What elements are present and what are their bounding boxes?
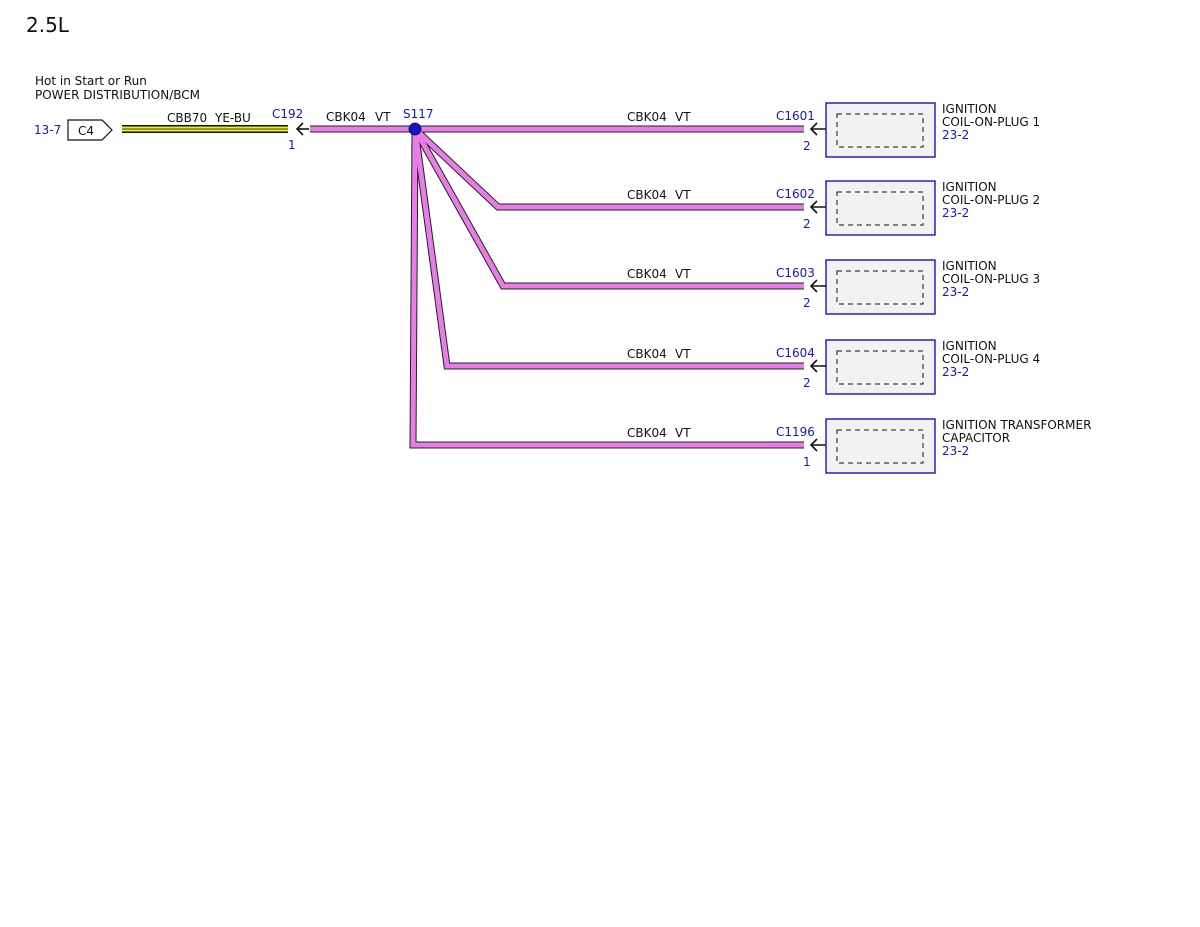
component-name-line: IGNITION <box>942 102 997 116</box>
branch-wire-color: VT <box>675 188 691 202</box>
component-name-line: COIL-ON-PLUG 4 <box>942 352 1040 366</box>
branch-pin: 2 <box>803 217 811 231</box>
branch-connector-id[interactable]: C1196 <box>776 425 815 439</box>
component-internal-outline <box>836 429 924 464</box>
component-name-line: IGNITION <box>942 180 997 194</box>
branch-pin: 2 <box>803 296 811 310</box>
source-name: POWER DISTRIBUTION/BCM <box>35 88 200 102</box>
component-box[interactable] <box>825 180 936 236</box>
branch-wire-circuit: CBK04 <box>627 267 667 281</box>
component-ref[interactable]: 23-2 <box>942 285 969 299</box>
component-ref[interactable]: 23-2 <box>942 206 969 220</box>
branch-pin: 2 <box>803 376 811 390</box>
wire-fill <box>412 128 804 369</box>
branch-pin: 1 <box>803 455 811 469</box>
branch-wire-color: VT <box>675 110 691 124</box>
source-condition: Hot in Start or Run <box>35 74 147 88</box>
wire-outline <box>411 128 804 370</box>
trunk-wire-color: VT <box>375 110 391 124</box>
component-ref[interactable]: 23-2 <box>942 444 969 458</box>
wire-outline <box>412 126 804 211</box>
component-internal-outline <box>836 191 924 226</box>
component-box[interactable] <box>825 259 936 315</box>
source-ref[interactable]: 13-7 <box>34 123 61 137</box>
feed-wire-color: YE-BU <box>214 111 251 125</box>
component-ref[interactable]: 23-2 <box>942 128 969 142</box>
branch-wire-circuit: CBK04 <box>627 110 667 124</box>
branch-connector-id[interactable]: C1602 <box>776 187 815 201</box>
component-name-line: IGNITION <box>942 339 997 353</box>
feed-wire-circuit: CBB70 <box>167 111 207 125</box>
page-title: 2.5L <box>26 13 70 37</box>
wire-fill <box>413 127 804 210</box>
branch-connector-id[interactable]: C1604 <box>776 346 815 360</box>
branch-wire-circuit: CBK04 <box>627 347 667 361</box>
branch-wire-color: VT <box>675 426 691 440</box>
source-connector-shape <box>67 119 113 141</box>
splice-dot[interactable] <box>408 122 422 136</box>
component-name-line: COIL-ON-PLUG 1 <box>942 115 1040 129</box>
inline-connector-arrow <box>295 122 309 136</box>
branch-connector-id[interactable]: C1601 <box>776 109 815 123</box>
component-name-line: CAPACITOR <box>942 431 1010 445</box>
component-name-line: IGNITION <box>942 259 997 273</box>
component-ref[interactable]: 23-2 <box>942 365 969 379</box>
wire-fill <box>410 128 804 448</box>
branch-pin: 2 <box>803 139 811 153</box>
source-connector-label: C4 <box>78 124 94 138</box>
trunk-wire-circuit: CBK04 <box>326 110 366 124</box>
component-internal-outline <box>836 350 924 385</box>
branch-wire-color: VT <box>675 267 691 281</box>
branch-c1196: CBK04 VT C1196 1 IGNITION TRANSFORMERCAPACIT… <box>627 418 1091 474</box>
component-internal-outline <box>836 113 924 148</box>
component-box[interactable] <box>825 102 936 158</box>
branch-wire-color: VT <box>675 347 691 361</box>
branch-wire-circuit: CBK04 <box>627 426 667 440</box>
component-internal-outline <box>836 270 924 305</box>
wire-fill <box>412 127 804 289</box>
splice-id[interactable]: S117 <box>403 107 434 121</box>
component-box[interactable] <box>825 339 936 395</box>
component-name-line: IGNITION TRANSFORMER <box>942 418 1091 432</box>
feed-wire <box>122 125 288 133</box>
inline-connector-id[interactable]: C192 <box>272 107 303 121</box>
component-name-line: COIL-ON-PLUG 2 <box>942 193 1040 207</box>
component-name-line: COIL-ON-PLUG 3 <box>942 272 1040 286</box>
component-box[interactable] <box>825 418 936 474</box>
branch-wire-circuit: CBK04 <box>627 188 667 202</box>
violet-wire-network <box>310 125 804 449</box>
inline-connector-pin: 1 <box>288 138 296 152</box>
branch-connector-id[interactable]: C1603 <box>776 266 815 280</box>
